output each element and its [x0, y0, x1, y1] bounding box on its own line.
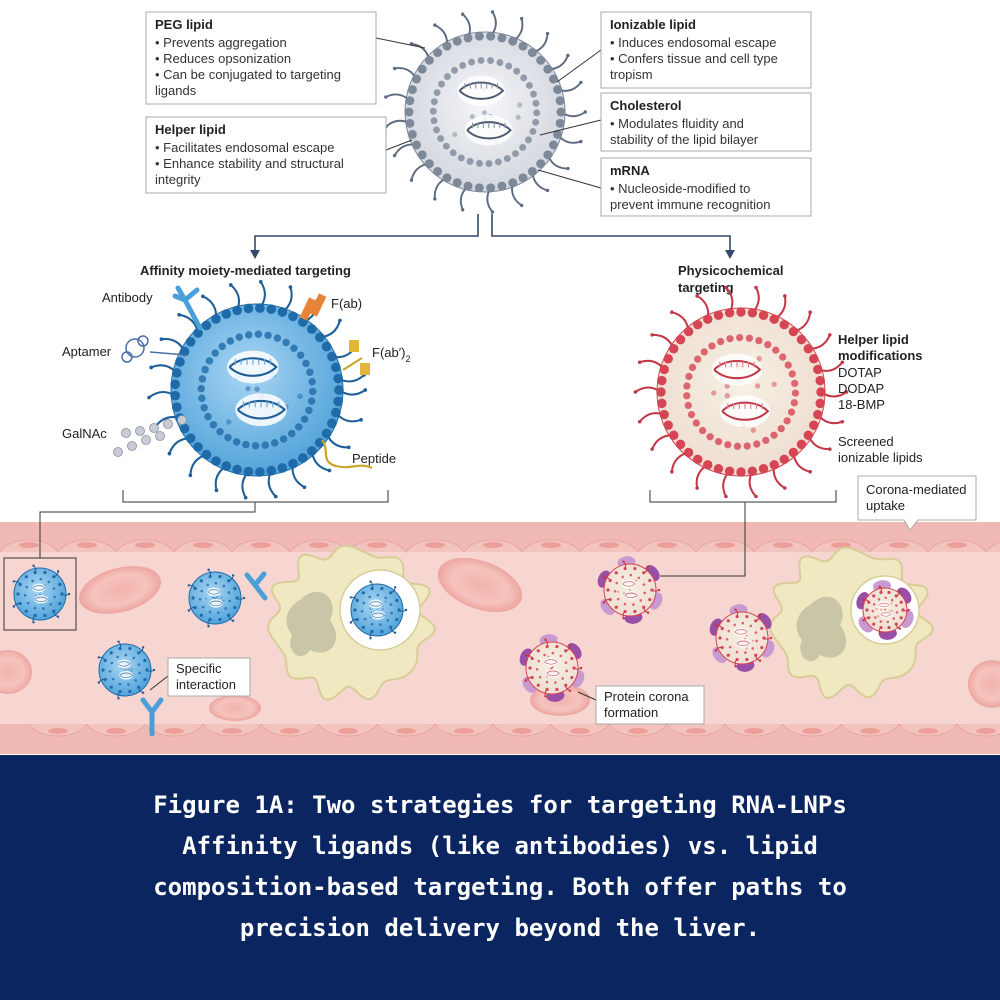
bracket-affinity — [123, 490, 388, 502]
svg-text:interaction: interaction — [176, 677, 236, 692]
fab2-ligand — [343, 340, 370, 375]
svg-text:uptake: uptake — [866, 498, 905, 513]
info-box-mrna: mRNA • Nucleoside-modified to prevent im… — [601, 158, 811, 216]
svg-text:PEG lipid: PEG lipid — [155, 17, 213, 32]
svg-text:Cholesterol: Cholesterol — [610, 98, 682, 113]
arrow-head-left — [250, 250, 260, 259]
svg-text:• Prevents aggregation: • Prevents aggregation — [155, 35, 287, 50]
caption-band: Figure 1A: Two strategies for targeting … — [0, 755, 1000, 1000]
info-box-ionizable-lipid: Ionizable lipid • Induces endosomal esca… — [601, 12, 811, 88]
lnp-central — [384, 10, 587, 213]
bracket-physico — [650, 490, 836, 502]
svg-text:• Nucleoside-modified to: • Nucleoside-modified to — [610, 181, 750, 196]
callout-protein-corona: Protein corona formation — [578, 686, 704, 724]
caption-line: precision delivery beyond the liver. — [20, 908, 980, 949]
svg-text:tropism: tropism — [610, 67, 653, 82]
svg-text:• Induces endosomal escape: • Induces endosomal escape — [610, 35, 776, 50]
svg-text:ligands: ligands — [155, 83, 197, 98]
screened-line2: ionizable lipids — [838, 450, 923, 465]
info-box-helper-lipid: Helper lipid • Facilitates endosomal esc… — [146, 117, 386, 193]
info-box-peg-lipid: PEG lipid • Prevents aggregation • Reduc… — [146, 12, 376, 104]
info-box-cholesterol: Cholesterol • Modulates fluidity and sta… — [601, 93, 811, 151]
mod-dotap: DOTAP — [838, 365, 882, 380]
svg-text:Specific: Specific — [176, 661, 222, 676]
peptide-label: Peptide — [352, 451, 396, 466]
svg-text:mRNA: mRNA — [610, 163, 650, 178]
svg-text:stability of the lipid bilayer: stability of the lipid bilayer — [610, 132, 759, 147]
callout-corona-uptake: Corona-mediated uptake — [858, 476, 976, 530]
svg-text:Helper lipid: Helper lipid — [155, 122, 226, 137]
lnp-targeting-diagram: PEG lipid • Prevents aggregation • Reduc… — [0, 0, 1000, 755]
antibody-label: Antibody — [102, 290, 153, 305]
svg-text:• Can be conjugated to targeti: • Can be conjugated to targeting — [155, 67, 341, 82]
galnac-label: GalNAc — [62, 426, 107, 441]
svg-text:• Modulates fluidity and: • Modulates fluidity and — [610, 116, 744, 131]
svg-text:• Facilitates endosomal escape: • Facilitates endosomal escape — [155, 140, 334, 155]
physico-heading-line1: Physicochemical — [678, 263, 784, 278]
fab-label: F(ab) — [331, 296, 362, 311]
fab2-label: F(ab′)2 — [372, 345, 411, 364]
svg-text:Protein corona: Protein corona — [604, 689, 689, 704]
aptamer-ligand — [122, 336, 186, 362]
galnac-ligand — [114, 416, 187, 457]
red-blood-cell — [209, 695, 261, 721]
svg-text:formation: formation — [604, 705, 658, 720]
svg-text:• Enhance stability and struct: • Enhance stability and structural — [155, 156, 344, 171]
figure-caption: Figure 1A: Two strategies for targeting … — [20, 785, 980, 949]
svg-text:• Reduces opsonization: • Reduces opsonization — [155, 51, 291, 66]
caption-line: composition-based targeting. Both offer … — [20, 867, 980, 908]
arrow-head-right — [725, 250, 735, 259]
affinity-heading: Affinity moiety-mediated targeting — [140, 263, 351, 278]
aptamer-label: Aptamer — [62, 344, 112, 359]
svg-text:Corona-mediated: Corona-mediated — [866, 482, 966, 497]
svg-text:• Confers tissue and cell type: • Confers tissue and cell type — [610, 51, 778, 66]
helper-mod-title-line2: modifications — [838, 348, 923, 363]
caption-line: Affinity ligands (like antibodies) vs. l… — [20, 826, 980, 867]
mod-18bmp: 18-BMP — [838, 397, 885, 412]
mod-dodap: DODAP — [838, 381, 884, 396]
lnp-physicochemical — [634, 286, 849, 499]
svg-text:integrity: integrity — [155, 172, 201, 187]
svg-text:prevent immune recognition: prevent immune recognition — [610, 197, 770, 212]
caption-line: Figure 1A: Two strategies for targeting … — [20, 785, 980, 826]
screened-line1: Screened — [838, 434, 894, 449]
antibody-ligand — [175, 288, 200, 328]
helper-mod-title-line1: Helper lipid — [838, 332, 909, 347]
branch-arrows — [255, 214, 730, 252]
svg-text:Ionizable lipid: Ionizable lipid — [610, 17, 696, 32]
